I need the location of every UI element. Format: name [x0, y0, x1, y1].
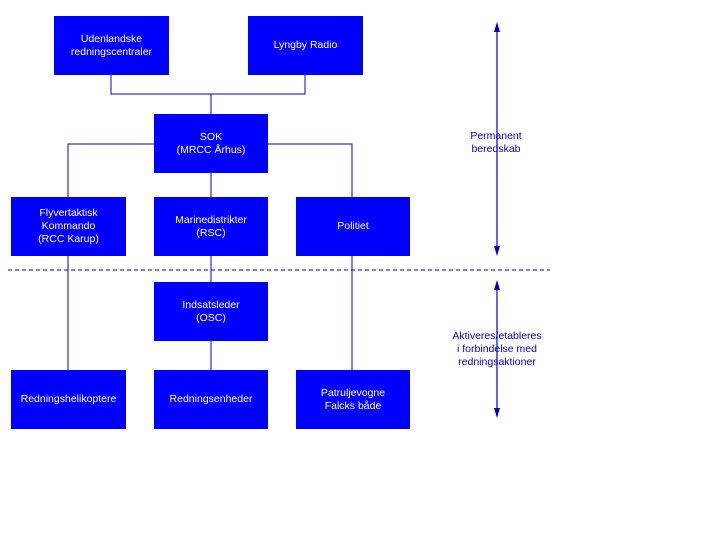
box-flyv-line1: Flyvertaktisk	[39, 207, 98, 219]
box-politi-line1: Politiet	[337, 220, 369, 232]
box-osc-line2: (OSC)	[196, 311, 226, 324]
box-udenlandske-redningscentraler: Udenlandske redningscentraler	[54, 16, 169, 75]
box-redningshelikoptere: Redningshelikoptere	[11, 370, 126, 429]
box-osc-line1: Indsatsleder	[182, 298, 240, 311]
box-enheder-line1: Redningsenheder	[169, 393, 253, 405]
box-heli-line1: Redningshelikoptere	[20, 393, 117, 405]
box-flyv-line2: Kommando	[41, 220, 96, 232]
box-patrulje-line2: Falcks både	[324, 399, 382, 412]
box-marine-line1: Marinedistrikter	[175, 213, 247, 226]
box-politiet: Politiet	[296, 197, 410, 256]
box-foreign-line2: redningscentraler	[70, 45, 153, 58]
box-patruljevogne: Patruljevogne Falcks både	[296, 370, 410, 429]
arrowhead-up-aktiveres	[494, 280, 500, 290]
box-foreign-line1: Udenlandske	[80, 32, 143, 45]
note-permanent-beredskab: Permanent beredskab	[445, 130, 547, 156]
box-sok: SOK (MRCC Århus)	[154, 114, 268, 173]
arrowhead-down-permanent	[494, 246, 500, 256]
note-aktiveres-line1: Aktiveres/etableres	[452, 330, 542, 342]
note-aktiveres-line3: redningsaktioner	[458, 356, 536, 368]
arrowhead-up-permanent	[494, 22, 500, 32]
note-aktiveres-line2: i forbindelse med	[457, 343, 537, 355]
arrowhead-down-aktiveres	[494, 408, 500, 418]
box-patrulje-line1: Patruljevogne	[320, 386, 386, 399]
note-aktiveres-etableres: Aktiveres/etableres i forbindelse med re…	[436, 330, 558, 369]
connector-top-bracket	[110, 75, 306, 95]
box-sok-line1: SOK	[199, 130, 223, 143]
connector-sok-right	[268, 143, 353, 197]
note-permanent-line2: beredskab	[471, 143, 521, 155]
box-redningsenheder: Redningsenheder	[154, 370, 268, 429]
box-lyngby-radio: Lyngby Radio	[248, 16, 363, 75]
box-lyngby-line1: Lyngby Radio	[273, 39, 338, 51]
box-sok-line2: (MRCC Århus)	[176, 143, 246, 156]
note-permanent-line1: Permanent	[470, 130, 522, 142]
box-marine-line2: (RSC)	[196, 226, 226, 239]
box-flyv-line3: (RCC Karup)	[38, 233, 99, 245]
box-marinedistrikter: Marinedistrikter (RSC)	[154, 197, 268, 256]
box-indsatsleder: Indsatsleder (OSC)	[154, 282, 268, 341]
box-flyvertaktisk-kommando: Flyvertaktisk Kommando (RCC Karup)	[11, 197, 126, 256]
connector-sok-left	[67, 143, 154, 197]
